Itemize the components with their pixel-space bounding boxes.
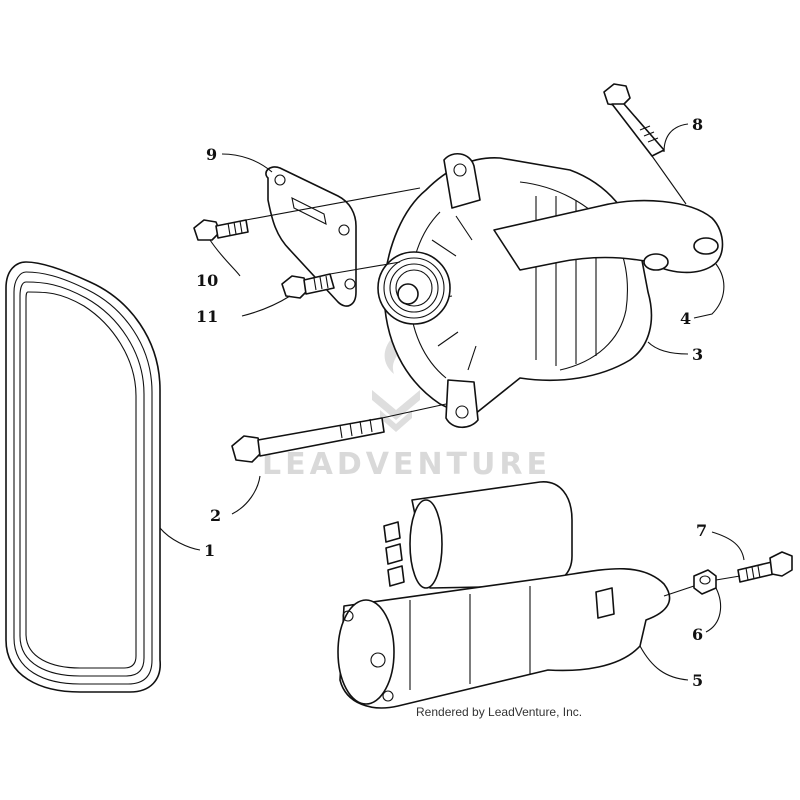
starter-motor xyxy=(337,481,671,709)
projection-lines xyxy=(245,155,741,597)
leader-lines xyxy=(159,123,745,681)
callout-1: 1 xyxy=(204,541,215,560)
serpentine-belt xyxy=(5,261,161,693)
callout-4: 4 xyxy=(680,309,691,328)
bolt-7 xyxy=(737,551,793,583)
callout-7: 7 xyxy=(696,521,707,540)
callout-6: 6 xyxy=(692,625,703,644)
callout-11: 11 xyxy=(196,307,218,326)
callout-10: 10 xyxy=(196,271,218,290)
callout-8: 8 xyxy=(692,115,703,134)
callout-3: 3 xyxy=(692,345,703,364)
long-bolt-2 xyxy=(231,417,385,463)
render-credit: Rendered by LeadVenture, Inc. xyxy=(416,705,582,719)
bolt-11 xyxy=(281,273,335,299)
watermark-text: LEADVENTURE xyxy=(262,447,551,482)
callout-2: 2 xyxy=(210,506,221,525)
mounting-bracket xyxy=(265,166,357,307)
spacer-6 xyxy=(693,569,717,595)
bolt-10 xyxy=(193,219,249,241)
flange-bolt-8 xyxy=(603,83,665,157)
alternator xyxy=(377,153,653,429)
callout-5: 5 xyxy=(692,671,703,690)
callout-9: 9 xyxy=(206,145,217,164)
mounting-arm xyxy=(493,199,724,274)
